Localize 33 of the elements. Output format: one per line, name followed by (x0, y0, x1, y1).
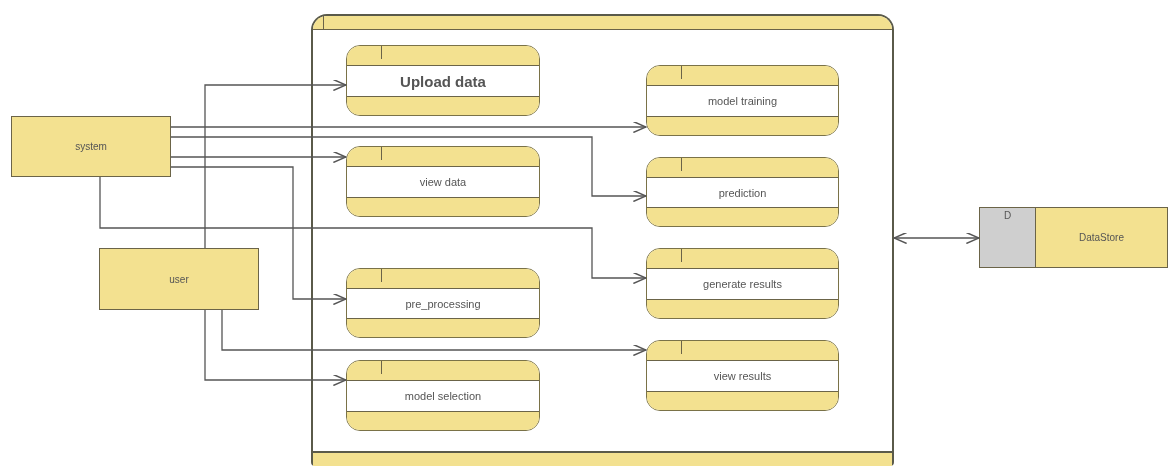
process-box (646, 157, 839, 227)
process-box (346, 360, 540, 431)
process-box (346, 45, 540, 116)
arrow (99, 176, 647, 285)
process-box (646, 65, 839, 136)
arrow (204, 78, 347, 249)
process-box (646, 340, 839, 411)
process-label: view results (713, 370, 772, 383)
process-box (346, 146, 540, 217)
entity-box (99, 248, 259, 310)
process-label: generate results (703, 278, 782, 291)
store-label: DataStore (1079, 232, 1124, 243)
process-box (311, 14, 894, 466)
data-store (979, 207, 1168, 268)
process-label: view data (419, 176, 467, 189)
store-id: D (1003, 210, 1012, 221)
process-label: model training (707, 95, 778, 108)
entity-box (11, 116, 171, 177)
process-box (346, 268, 540, 338)
arrow (170, 120, 647, 134)
entity-label: user (169, 273, 189, 285)
arrow (170, 166, 347, 306)
entity-label: system (75, 141, 107, 152)
arrow (170, 136, 647, 203)
process-label: prediction (718, 186, 767, 199)
arrow (221, 309, 647, 357)
process-box (646, 248, 839, 319)
arrow (893, 231, 980, 245)
arrow (204, 309, 347, 387)
process-label: Upload data (400, 72, 486, 90)
process-label: pre_processing (405, 297, 481, 310)
process-label: model selection (404, 390, 482, 403)
arrow (170, 150, 347, 164)
